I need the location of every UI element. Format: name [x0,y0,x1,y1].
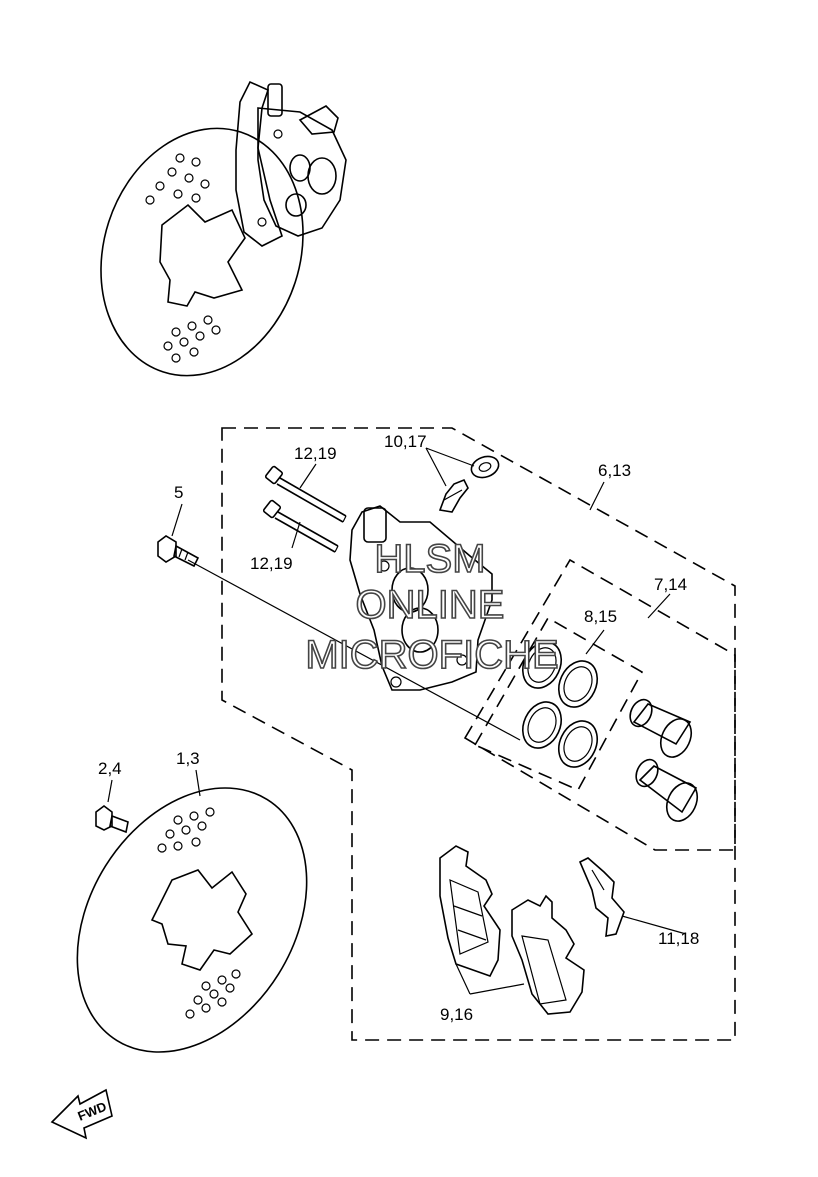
watermark-line-3: MICROFICHE [305,633,558,677]
brake-pad-left [439,845,501,977]
fwd-direction-arrow: FWD [50,1088,113,1140]
caliper-body [349,505,493,691]
bleed-screw [438,478,469,513]
brake-disc-outline [76,787,308,1053]
label-11-18: 11,18 [658,929,699,948]
pin-bolt-upper [264,465,347,523]
caliper-assembly-group-boundary [221,427,736,1041]
label-6-13: 6,13 [598,461,631,480]
label-12-19-lower: 12,19 [250,554,293,573]
brake-disc-hub-cutout [150,869,254,971]
label-7-14: 7,14 [654,575,687,594]
assembled-brake-view [100,80,347,377]
bleed-screw-cap [470,455,500,479]
assembled-caliper [235,80,347,247]
piston-kit-group-boundary [463,558,736,851]
pad-spring [578,857,625,937]
brake-disc-vent-holes [157,807,241,1019]
label-12-19-upper: 12,19 [294,444,337,463]
pistons [629,698,699,822]
assembled-disc [100,127,304,377]
brake-disc-exploded [76,787,308,1053]
brake-pad-right [511,894,585,1015]
watermark-line-1: HLSM [374,537,485,581]
label-10-17: 10,17 [384,432,427,451]
assembled-disc-hub-cutout [159,203,246,307]
caliper-mount-bolt [157,535,200,568]
label-2-4: 2,4 [98,759,122,778]
watermark: HLSM ONLINE MICROFICHE [305,536,560,678]
pin-bolt-lower [262,499,339,553]
leader-lines [107,447,687,995]
watermark-line-2: ONLINE [356,583,505,627]
disc-bolt [95,805,129,834]
label-8-15: 8,15 [584,607,617,626]
label-1-3: 1,3 [176,749,200,768]
piston-seals [521,641,599,768]
label-5: 5 [174,483,183,502]
assembled-disc-vent-holes [145,153,221,363]
label-9-16: 9,16 [440,1005,473,1024]
